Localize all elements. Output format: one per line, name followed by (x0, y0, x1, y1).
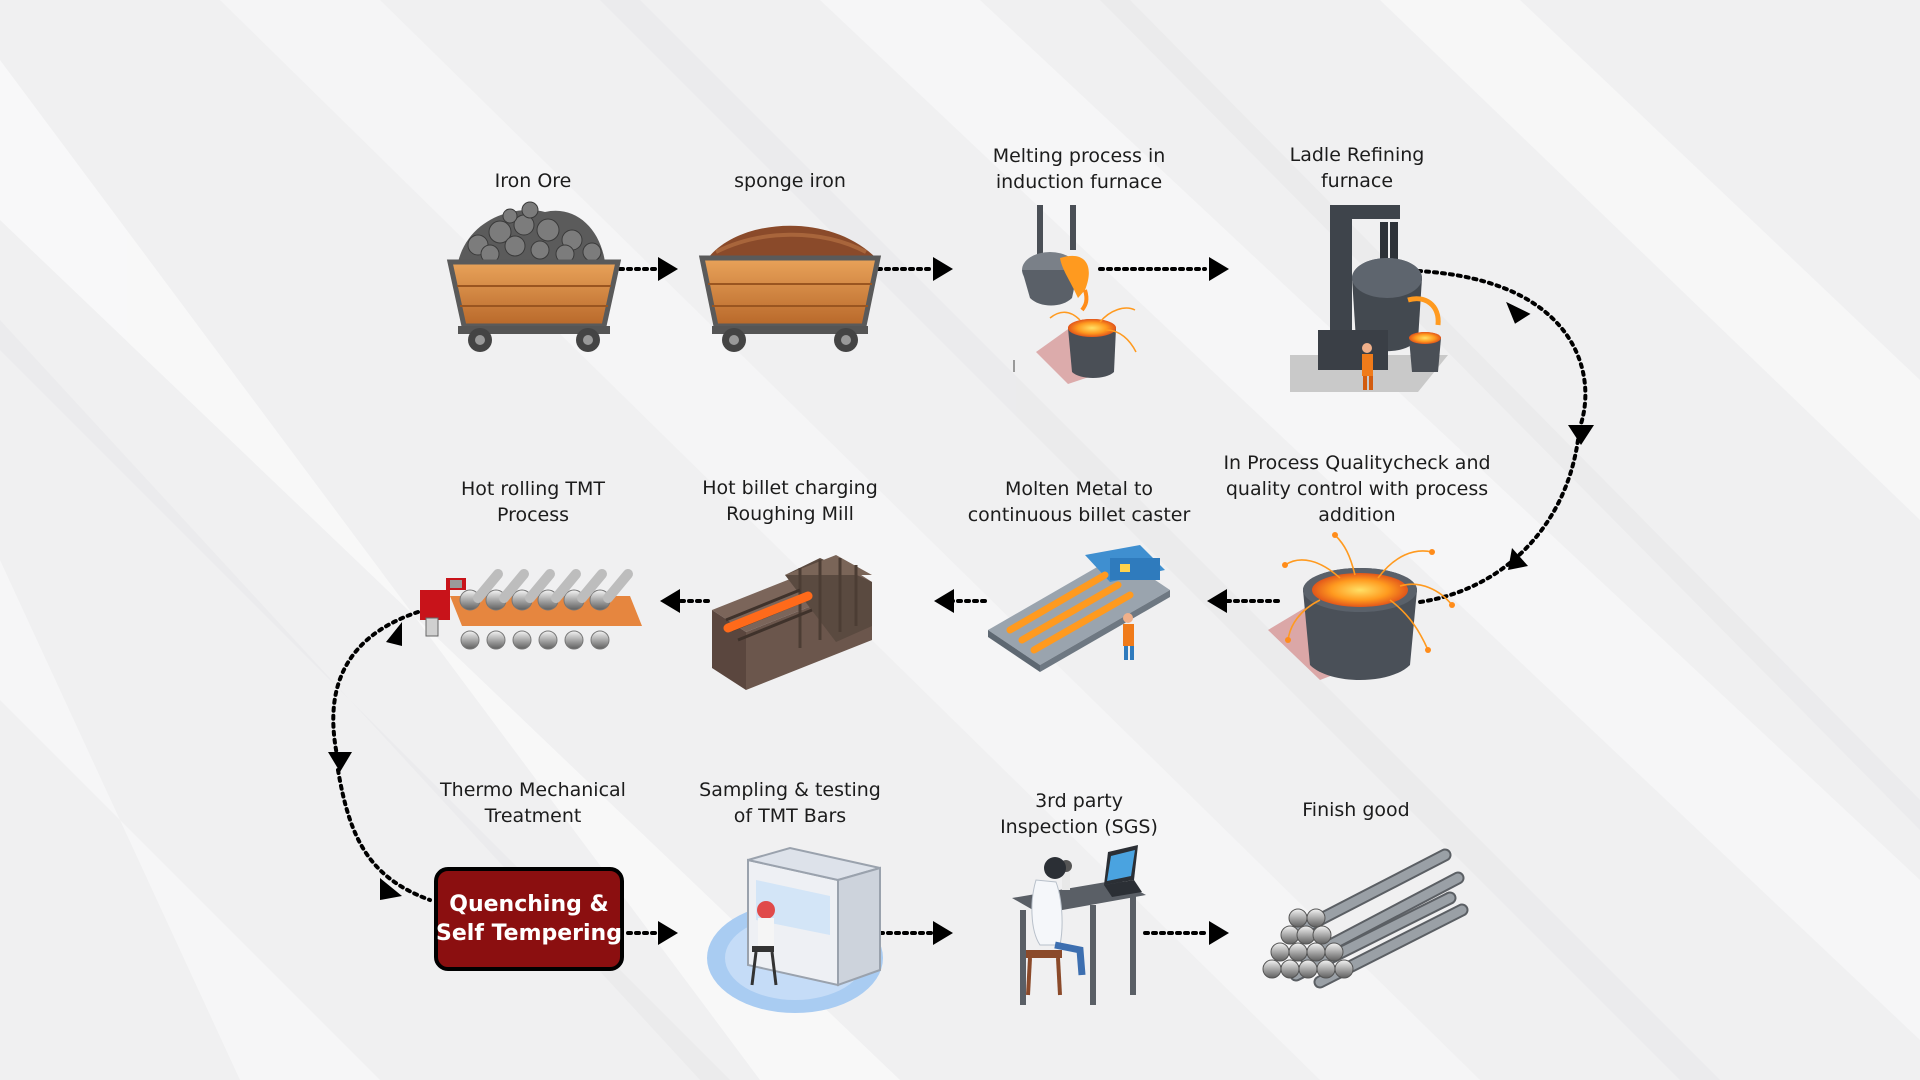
arrowhead (1209, 921, 1229, 945)
label-line: sponge iron (734, 170, 846, 192)
connector-loop-5 (1418, 438, 1580, 604)
label-line: Hot rolling TMT (460, 478, 605, 500)
arrowhead (380, 878, 402, 900)
arrowhead (1508, 548, 1528, 570)
label-line: Treatment (484, 805, 582, 827)
label-line: 3rd party (1035, 790, 1123, 812)
quenching-line-1: Quenching & (449, 892, 609, 917)
label-line: Roughing Mill (726, 503, 854, 525)
label-line: Molten Metal to (1004, 478, 1154, 500)
rolling-mill-icon (420, 569, 642, 650)
arrowhead (1568, 425, 1594, 445)
quenching-line-2: Self Tempering (436, 921, 622, 946)
arrowhead (658, 921, 678, 945)
step-label-hot-rolling: Hot rolling TMT Process (388, 476, 678, 528)
molten-crucible-icon (1268, 532, 1455, 680)
label-line: addition (1318, 504, 1396, 526)
label-line: furnace (1320, 170, 1394, 192)
arrowhead (1506, 301, 1531, 324)
label-line: Sampling & testing (699, 779, 881, 801)
step-label-melting: Melting process in induction furnace (934, 143, 1224, 195)
label-line: of TMT Bars (733, 805, 847, 827)
roughing-mill-icon (712, 555, 872, 690)
connector-8-loop (331, 610, 420, 762)
step-label-quality-check: In Process Qualitycheck and quality cont… (1212, 450, 1502, 528)
label-line: In Process Qualitycheck and (1223, 452, 1491, 474)
label-line: Finish good (1302, 799, 1410, 821)
ladle-furnace-icon (1290, 205, 1448, 392)
label-line: Process (496, 504, 570, 526)
arrowhead (1209, 257, 1229, 281)
step-label-roughing-mill: Hot billet charging Roughing Mill (645, 475, 935, 527)
ore-cart-icon (446, 201, 622, 352)
label-line: Inspection (SGS) (1000, 816, 1158, 838)
label-line: induction furnace (995, 171, 1163, 193)
quenching-self-tempering-box: Quenching & Self Tempering (434, 867, 624, 971)
label-line: quality control with process (1225, 478, 1489, 500)
arrowhead (1207, 589, 1227, 613)
arrowhead (933, 921, 953, 945)
arrowhead (934, 589, 954, 613)
connector-loop-9 (336, 768, 432, 902)
arrowhead (386, 622, 402, 646)
label-line: Iron Ore (494, 170, 572, 192)
step-label-sampling: Sampling & testing of TMT Bars (645, 777, 935, 829)
arrowheads (328, 257, 1594, 945)
step-label-thermo-mechanical: Thermo Mechanical Treatment (388, 777, 678, 829)
induction-furnace-icon (1013, 205, 1137, 384)
step-label-sponge-iron: sponge iron (645, 168, 935, 194)
label-line: continuous billet caster (967, 504, 1191, 526)
arrowhead (658, 257, 678, 281)
label-line: Ladle Refining (1289, 144, 1425, 166)
step-label-iron-ore: Iron Ore (388, 168, 678, 194)
arrowhead (660, 589, 680, 613)
sponge-cart-icon (698, 225, 882, 352)
step-label-ladle-refining: Ladle Refining furnace (1212, 142, 1502, 194)
step-label-finish-good: Finish good (1211, 797, 1501, 823)
label-line: Hot billet charging (702, 477, 878, 499)
arrowhead (328, 752, 352, 772)
connector-4-loop (1416, 269, 1588, 434)
lab-testing-icon (707, 846, 883, 1013)
tmt-bars-icon (1262, 848, 1469, 989)
step-label-inspection: 3rd party Inspection (SGS) (934, 788, 1224, 840)
arrowhead (933, 257, 953, 281)
step-label-billet-caster: Molten Metal to continuous billet caster (934, 476, 1224, 528)
label-line: Thermo Mechanical (440, 779, 626, 801)
inspector-icon (1012, 845, 1146, 1005)
billet-caster-icon (988, 545, 1170, 672)
label-line: Melting process in (992, 145, 1166, 167)
